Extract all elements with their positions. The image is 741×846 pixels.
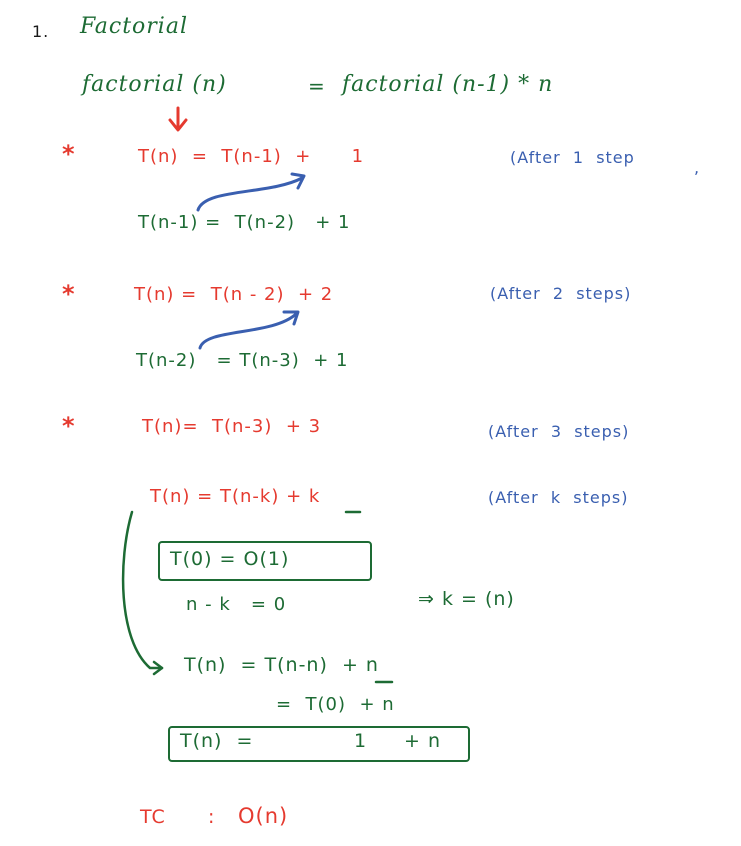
- blue-curved-arrow-icon: [198, 310, 300, 350]
- complexity-separator: :: [208, 806, 216, 828]
- step-3-note: (After 3 steps): [488, 422, 630, 441]
- complexity-value: O(n): [238, 804, 289, 828]
- step-2-sub: T(n-2) = T(n-3) + 1: [136, 350, 349, 371]
- blue-curved-arrow-icon: [196, 172, 306, 212]
- general-note: (After k steps): [488, 488, 629, 507]
- step-3-expr: T(n)= T(n-3) + 3: [142, 416, 322, 437]
- step-1-star: *: [62, 140, 76, 168]
- definition-rhs: factorial (n-1) * n: [342, 72, 554, 97]
- base-case-text: T(0) = O(1): [170, 548, 290, 570]
- base-implies: ⇒ k = (n): [418, 588, 515, 610]
- substitution-line-2: = T(0) + n: [276, 694, 395, 715]
- definition-lhs: factorial (n): [82, 72, 227, 97]
- step-1-note-tail: ,: [694, 158, 701, 177]
- step-3-star: *: [62, 412, 76, 440]
- substitution-line-1: T(n) = T(n-n) + n: [184, 654, 379, 676]
- definition-equals: =: [308, 74, 326, 98]
- red-down-arrow-icon: [168, 106, 188, 132]
- result-lhs: T(n) =: [180, 730, 254, 752]
- item-number: 1.: [32, 22, 50, 41]
- result-mid: 1: [354, 730, 368, 752]
- result-box: [168, 726, 470, 762]
- green-bracket-arrow-icon: [121, 510, 164, 676]
- complexity-label: TC: [140, 806, 166, 828]
- step-1-expr: T(n) = T(n-1) + 1: [138, 146, 365, 167]
- step-2-star: *: [62, 280, 76, 308]
- base-condition: n - k = 0: [186, 594, 287, 615]
- step-2-expr: T(n) = T(n - 2) + 2: [134, 284, 334, 305]
- step-1-sub: T(n-1) = T(n-2) + 1: [138, 212, 351, 233]
- result-rhs: + n: [404, 730, 442, 752]
- general-expr: T(n) = T(n-k) + k: [150, 486, 321, 507]
- step-2-note: (After 2 steps): [490, 284, 632, 303]
- step-1-note: (After 1 step: [510, 148, 635, 167]
- page-title: Factorial: [80, 14, 188, 39]
